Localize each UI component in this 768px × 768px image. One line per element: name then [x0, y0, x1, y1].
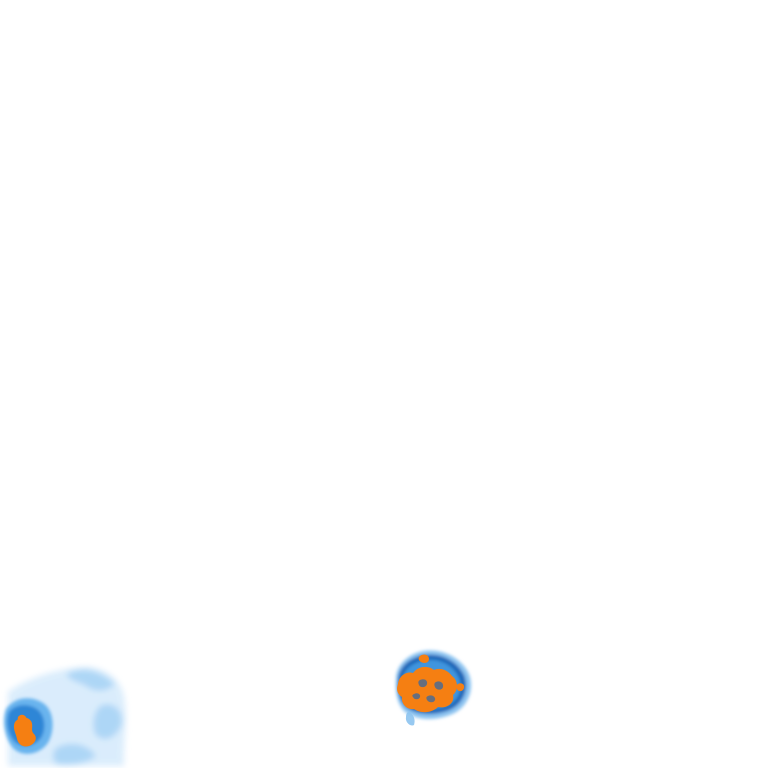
precip-light-band	[53, 743, 96, 765]
storm-cell-bottom-left	[3, 667, 126, 766]
precip-light-band	[93, 704, 123, 739]
precip-gap-spot	[434, 681, 444, 690]
precip-core-orange	[13, 717, 36, 747]
precip-gap-spot	[418, 679, 428, 688]
precip-core-orange-small	[17, 714, 27, 723]
precip-core-orange-fleck	[456, 683, 465, 692]
precip-light-band	[66, 669, 115, 691]
precip-gap-spot	[426, 695, 436, 703]
precip-core-orange-fleck	[418, 654, 429, 663]
precip-core-orange-main	[397, 666, 458, 713]
storm-cell-center-bottom	[395, 650, 472, 726]
precip-gap-spot	[412, 693, 421, 700]
precip-tail	[405, 712, 415, 726]
